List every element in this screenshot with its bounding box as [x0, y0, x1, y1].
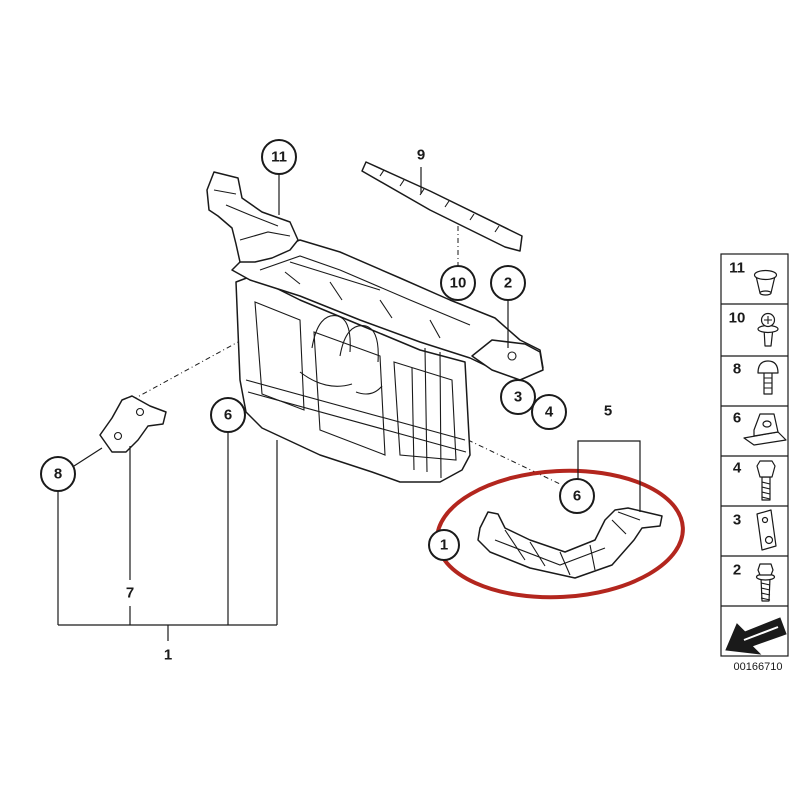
front-panel-right-edges — [411, 347, 442, 479]
callout-circle — [500, 379, 536, 415]
label-7: 7 — [126, 585, 134, 602]
front-panel-grille-mounts — [299, 315, 383, 395]
callout-label: 8 — [54, 466, 62, 483]
label-5: 5 — [604, 403, 612, 420]
legend-label-6: 6 — [733, 410, 741, 427]
front-panel-lower-crossbar — [245, 379, 467, 453]
clip-nut-icon — [753, 269, 778, 296]
right-bracket-part — [477, 507, 663, 579]
hex-bolt-washer-icon — [755, 563, 776, 602]
reference-line-panel-to-right-bracket — [467, 439, 561, 485]
right-end-mount-hole — [507, 351, 517, 361]
front-panel-right-opening — [393, 361, 457, 461]
hex-bolt-icon — [756, 460, 776, 501]
callout-label: 3 — [514, 389, 522, 406]
callout-circle — [531, 394, 567, 430]
callout-label: 10 — [450, 275, 467, 292]
plastic-rivet-icon — [757, 360, 779, 395]
reference-line-bracket-to-panel — [131, 341, 239, 401]
bracket-line-1 — [58, 440, 278, 641]
callout-label: 6 — [573, 488, 581, 505]
bracket-line-5 — [577, 440, 641, 512]
legend-dividers — [721, 303, 788, 607]
callout-label: 11 — [271, 149, 287, 166]
highlight-ellipse — [435, 468, 685, 600]
legend-label-8: 8 — [733, 361, 741, 378]
legend-frame — [720, 253, 789, 657]
callout-circle — [490, 265, 526, 301]
direction-arrow-icon — [725, 617, 787, 655]
right-bracket-bracing — [494, 511, 641, 576]
upper-crossmember-ribs — [259, 255, 471, 339]
callout-circle — [261, 139, 297, 175]
right-end-mount — [471, 339, 544, 381]
callout-10: 10 — [440, 265, 476, 301]
callout-1-right: 1 — [428, 529, 460, 561]
callout-circle — [40, 456, 76, 492]
leader-line-8 — [57, 447, 103, 625]
callout-11: 11 — [261, 139, 297, 175]
expanding-rivet-icon — [757, 312, 779, 347]
sealing-strip-part — [361, 161, 523, 252]
front-panel-center-opening — [313, 331, 386, 456]
legend-label-11: 11 — [729, 260, 745, 277]
label-1: 1 — [164, 647, 172, 664]
legend-label-2: 2 — [733, 562, 741, 579]
front-panel-left-opening — [254, 301, 305, 411]
drawing-number: 00166710 — [734, 661, 783, 673]
left-bracket-hole-2 — [135, 407, 145, 417]
callout-label: 4 — [545, 404, 554, 421]
callout-2: 2 — [490, 265, 526, 301]
callout-label: 2 — [504, 275, 512, 292]
fastener-legend: 11 10 8 6 4 — [720, 253, 789, 657]
spring-nut-icon — [743, 413, 787, 446]
callout-circle — [428, 529, 460, 561]
callout-label: 1 — [440, 537, 448, 554]
callout-8: 8 — [40, 456, 76, 492]
callout-circle — [559, 478, 595, 514]
callout-label: 6 — [224, 407, 232, 424]
sealing-strip-notches — [379, 169, 500, 233]
legend-label-4: 4 — [733, 460, 742, 477]
left-bracket — [99, 395, 167, 453]
front-panel-body — [235, 275, 471, 483]
sealing-strip — [361, 161, 523, 252]
callout-6-right: 6 — [559, 478, 595, 514]
front-panel-part — [206, 171, 544, 483]
callout-6-left: 6 — [210, 397, 246, 433]
right-bracket — [477, 507, 663, 579]
left-bracket-hole-1 — [113, 431, 123, 441]
label-9: 9 — [417, 147, 425, 164]
left-bracket-part — [99, 395, 167, 453]
callout-circle — [440, 265, 476, 301]
callout-circle — [210, 397, 246, 433]
legend-label-10: 10 — [729, 310, 746, 327]
left-mount-tower — [206, 171, 299, 263]
legend-label-3: 3 — [733, 512, 741, 529]
callout-4: 4 — [531, 394, 567, 430]
bracket-plate-icon — [756, 509, 777, 551]
left-mount-tower-details — [213, 189, 291, 241]
callout-3: 3 — [500, 379, 536, 415]
